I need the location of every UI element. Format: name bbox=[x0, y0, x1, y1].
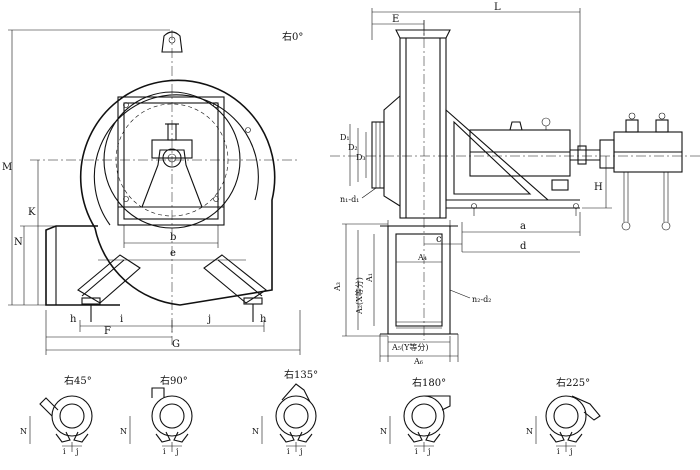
dim-e: e bbox=[170, 248, 176, 259]
pos225-j: j bbox=[569, 447, 572, 456]
dim-D3: D₃ bbox=[356, 153, 366, 162]
dim-M: M bbox=[2, 162, 12, 173]
dim-A1: A₁ bbox=[365, 273, 374, 283]
pos90-j: j bbox=[175, 447, 178, 456]
position-view-90: 右90° N i j bbox=[120, 374, 193, 456]
pos45-i: i bbox=[63, 447, 66, 456]
pos225-i: i bbox=[557, 447, 560, 456]
dim-D2: D₂ bbox=[348, 143, 358, 152]
pos180-i: i bbox=[415, 447, 418, 456]
dim-h-left: h bbox=[70, 314, 77, 325]
side-view: L E D₁ D₂ D₃ n₁-d₁ bbox=[330, 2, 700, 366]
dim-E: E bbox=[392, 14, 399, 25]
pos225-N: N bbox=[526, 427, 533, 436]
dim-n2d2: n₂-d₂ bbox=[472, 295, 491, 304]
pos180-N: N bbox=[380, 427, 387, 436]
dim-A3: A₃ bbox=[333, 282, 342, 292]
pos180-j: j bbox=[427, 447, 430, 456]
position-label-135: 右135° bbox=[284, 368, 318, 381]
pos45-N: N bbox=[20, 427, 27, 436]
position-label-180: 右180° bbox=[412, 376, 446, 389]
dim-D1: D₁ bbox=[340, 133, 350, 142]
dim-h-right: h bbox=[260, 314, 267, 325]
position-view-225: 右225° N i j bbox=[526, 376, 601, 456]
position-label-45: 右45° bbox=[64, 374, 92, 387]
dim-a: a bbox=[520, 221, 526, 232]
dim-n1d1: n₁-d₁ bbox=[340, 195, 359, 204]
position-label-main: 右0° bbox=[282, 30, 303, 43]
dim-N: N bbox=[14, 237, 23, 248]
dim-c: c bbox=[436, 234, 442, 245]
dim-A2: A₂(X等分) bbox=[354, 277, 364, 315]
pos135-i: i bbox=[287, 447, 290, 456]
dim-A6: A₆ bbox=[413, 357, 423, 366]
dim-j: j bbox=[207, 314, 211, 325]
pos90-i: i bbox=[163, 447, 166, 456]
dim-F: F bbox=[104, 326, 111, 337]
pos135-N: N bbox=[252, 427, 259, 436]
dim-H: H bbox=[594, 182, 603, 193]
dim-L: L bbox=[494, 2, 501, 13]
dim-G: G bbox=[172, 339, 180, 350]
front-view: 右0° M K N b e h i j h F G bbox=[2, 29, 303, 355]
pos45-j: j bbox=[75, 447, 78, 456]
position-view-135: 右135° N i j bbox=[252, 368, 318, 456]
position-view-180: 右180° N i j bbox=[380, 376, 451, 456]
dim-A4: A₄ bbox=[417, 253, 427, 262]
pos135-j: j bbox=[299, 447, 302, 456]
dim-A5: A₅(Y等分) bbox=[391, 342, 429, 352]
dim-d: d bbox=[520, 241, 527, 252]
dim-K: K bbox=[28, 207, 36, 218]
dim-b: b bbox=[170, 232, 176, 243]
dim-i: i bbox=[120, 314, 123, 325]
pos90-N: N bbox=[120, 427, 127, 436]
position-view-45: 右45° N i j bbox=[20, 374, 93, 456]
position-label-225: 右225° bbox=[556, 376, 590, 389]
position-label-90: 右90° bbox=[160, 374, 188, 387]
